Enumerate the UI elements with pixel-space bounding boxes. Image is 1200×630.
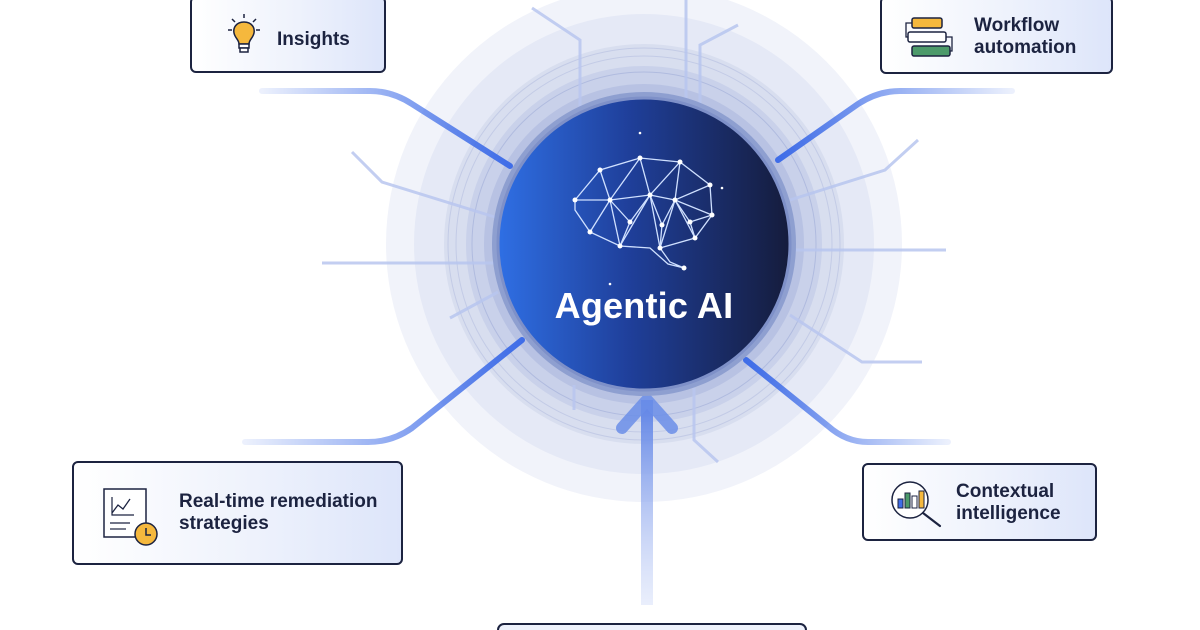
workflow-blocks-icon [905, 17, 953, 57]
remediation-label: Real-time remediation strategies [179, 491, 378, 535]
card-workflow-automation: Workflow automation [880, 0, 1113, 74]
agentic-ai-core [492, 92, 796, 396]
contextual-label-line1: Contextual [956, 481, 1055, 502]
bottom-card-partial [497, 623, 807, 630]
insights-label: Insights [277, 29, 350, 50]
workflow-label-line1: Workflow [974, 15, 1060, 36]
card-contextual-intelligence: Contextual intelligence [862, 463, 1097, 541]
card-insights: Insights [190, 0, 386, 73]
chart-magnifier-icon [891, 481, 942, 528]
brain-network-icon [572, 131, 724, 286]
circuit-traces [322, 0, 946, 464]
center-title: Agentic AI [554, 285, 734, 326]
remediation-label-line1: Real-time remediation [179, 491, 378, 512]
lightbulb-icon [228, 14, 260, 53]
contextual-label: Contextual intelligence [956, 481, 1061, 525]
contextual-label-line2: intelligence [956, 503, 1061, 524]
upward-arrow [616, 394, 678, 605]
connector-lines [242, 88, 1015, 445]
report-clock-icon [103, 488, 158, 546]
workflow-label-line2: automation [974, 37, 1077, 58]
card-real-time-remediation: Real-time remediation strategies [72, 461, 403, 565]
workflow-label: Workflow automation [974, 15, 1076, 59]
remediation-label-line2: strategies [179, 513, 269, 534]
